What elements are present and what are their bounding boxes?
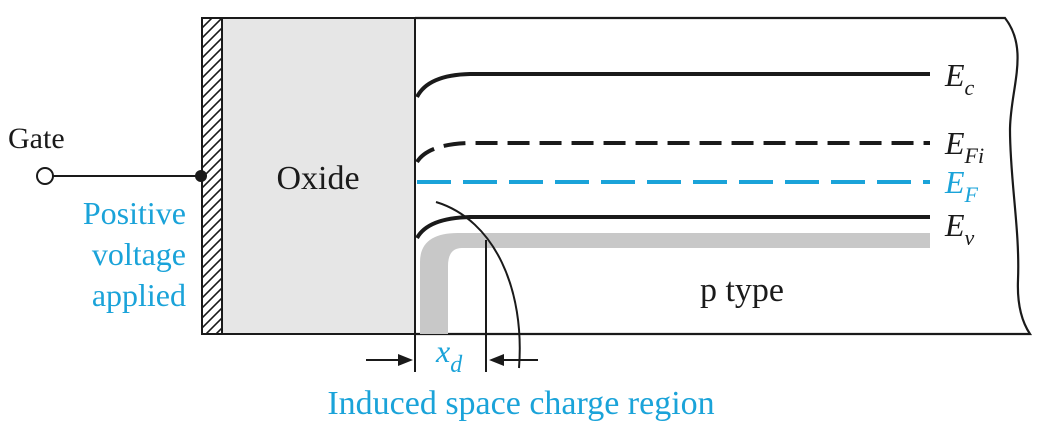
depletion-region-shading <box>420 233 930 334</box>
efi-main: E <box>944 125 965 161</box>
ef-sub: F <box>964 182 979 207</box>
gate-contact-dot-icon <box>195 170 207 182</box>
oxide-layer <box>221 17 416 335</box>
ec-sub: c <box>965 75 975 100</box>
gate-terminal-icon[interactable] <box>36 167 54 185</box>
oxide-label: Oxide <box>276 160 359 197</box>
xd-sub: d <box>450 352 463 378</box>
ev-label: Ev <box>944 207 975 250</box>
semiconductor-outline <box>415 16 1033 336</box>
positive-voltage-line-3: applied <box>92 277 186 313</box>
xd-main: x <box>435 333 450 369</box>
positive-voltage-line-2: voltage <box>92 236 186 272</box>
xd-left-arrowhead-icon <box>398 354 413 366</box>
ev-sub: v <box>965 225 975 250</box>
ef-label: EF <box>944 164 979 207</box>
ef-main: E <box>944 164 965 200</box>
xd-right-arrowhead-icon <box>489 354 504 366</box>
xd-label: xd <box>435 333 463 378</box>
space-charge-caption: Induced space charge region <box>327 385 714 422</box>
efi-sub: Fi <box>964 143 985 168</box>
p-type-label: p type <box>700 272 784 309</box>
ev-main: E <box>944 207 965 243</box>
conduction-band-line <box>415 72 930 99</box>
positive-voltage-line-1: Positive <box>83 195 186 231</box>
ec-label: Ec <box>944 57 975 100</box>
intrinsic-fermi-level-line <box>415 141 930 164</box>
gate-label: Gate <box>8 122 65 155</box>
valence-band-line <box>415 215 930 240</box>
space-charge-arc <box>435 201 521 369</box>
efi-label: EFi <box>944 125 984 168</box>
ec-main: E <box>944 57 965 93</box>
